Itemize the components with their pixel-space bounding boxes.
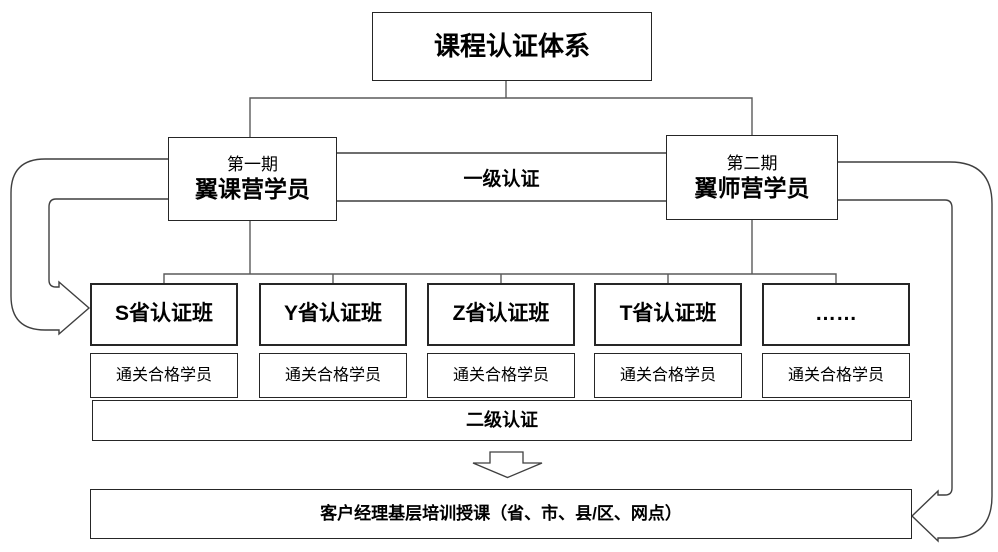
period2-box: 第二期 翼师营学员 (666, 135, 838, 220)
level1-band-lines (337, 152, 666, 202)
period1-label: 第一期 (227, 155, 278, 174)
title-text: 课程认证体系 (433, 31, 590, 62)
qualified-students-box-s: 通关合格学员 (90, 353, 238, 398)
province-box-more: …… (762, 283, 910, 346)
period1-box: 第一期 翼课营学员 (168, 137, 337, 221)
period1-name: 翼课营学员 (195, 176, 310, 203)
qualified-students-box-y: 通关合格学员 (259, 353, 407, 398)
province-box-y: Y省认证班 (259, 283, 407, 346)
period2-name: 翼师营学员 (694, 174, 810, 201)
period2-label: 第二期 (726, 153, 778, 173)
province-box-s: S省认证班 (90, 283, 238, 346)
province-box-t: T省认证班 (594, 283, 742, 346)
qualified-students-box-t: 通关合格学员 (594, 353, 742, 398)
province-box-z: Z省认证班 (427, 283, 575, 346)
grassroots-training-box: 客户经理基层培训授课（省、市、县/区、网点） (90, 489, 912, 539)
level2-certification-box: 二级认证 (92, 400, 912, 441)
down-arrow (472, 451, 543, 479)
qualified-students-box-z: 通关合格学员 (427, 353, 575, 398)
level1-certification-label: 一级认证 (463, 168, 540, 190)
level1-connector (249, 80, 753, 137)
title-box: 课程认证体系 (372, 12, 652, 81)
level2-connector (163, 220, 837, 283)
left-loop-arrow (10, 158, 168, 336)
right-loop-arrow (838, 161, 993, 543)
qualified-students-box-more: 通关合格学员 (762, 353, 910, 398)
